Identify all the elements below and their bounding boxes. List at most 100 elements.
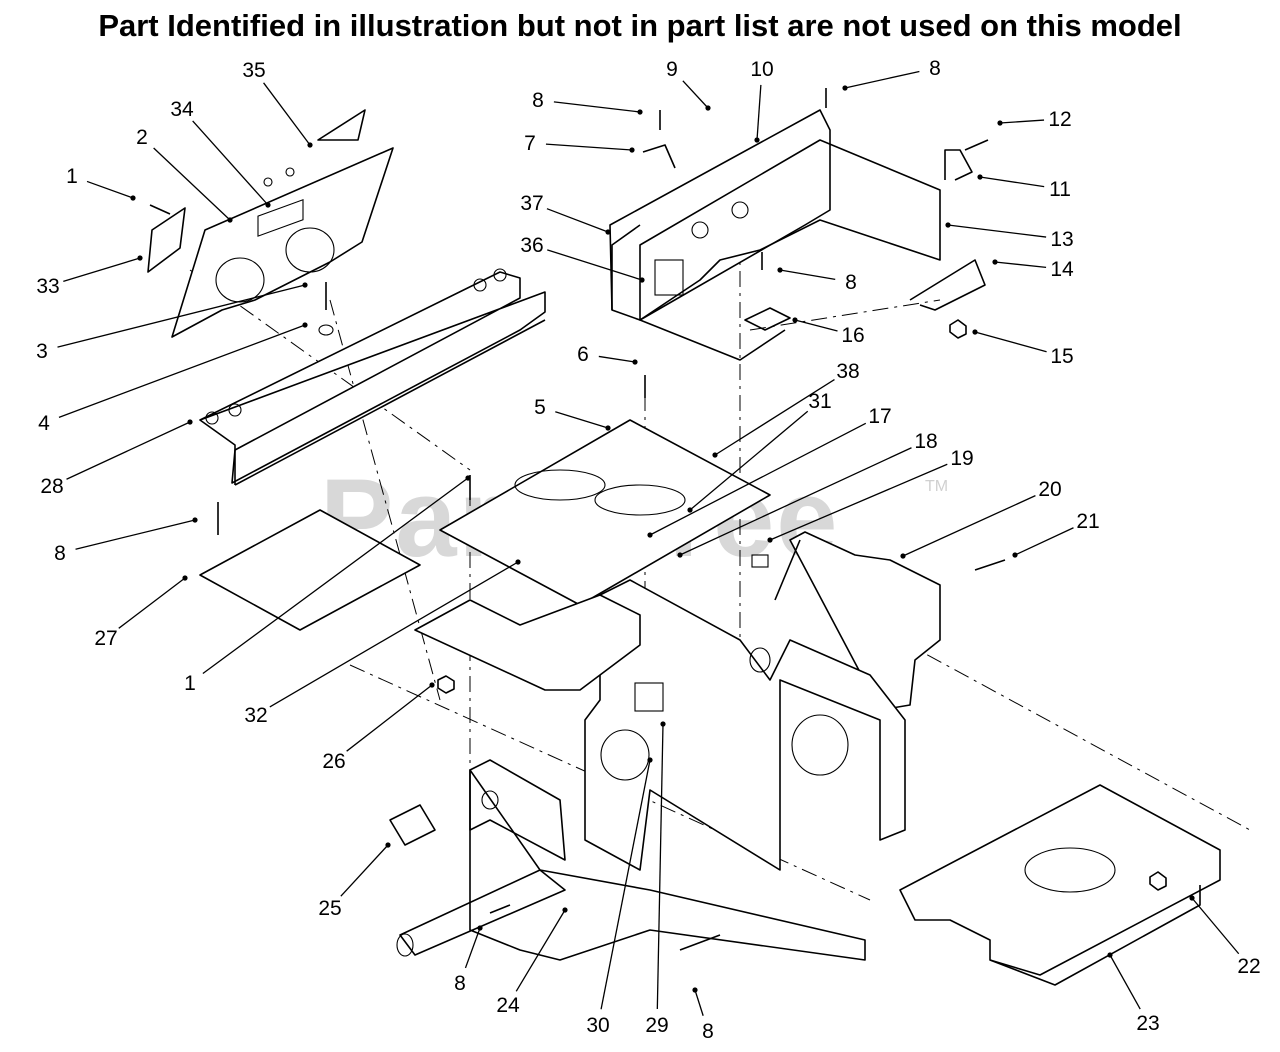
leader-dot [302,322,308,328]
housing-window-36 [654,259,684,296]
leader-line [58,324,306,418]
leader-line [714,378,835,456]
main-frame-29 [584,579,906,871]
leader-line [994,261,1047,268]
part-callout-18: 18 [914,430,937,453]
part-callout-37: 37 [520,192,543,215]
part-callout-8: 8 [54,542,66,565]
plate-33 [147,207,186,273]
part-callout-6: 6 [577,343,589,366]
leader-line [779,269,836,280]
leader-line [649,422,867,536]
leader-line [346,684,433,752]
leader-line [979,176,1045,188]
leader-dot [647,757,653,763]
nut-22 [1149,871,1167,891]
nut-15 [949,319,967,339]
leader-dot [692,987,698,993]
panel-cutout [257,198,304,237]
leader-dot [1107,952,1113,958]
part-callout-2: 2 [136,126,148,149]
leader-line [598,355,636,363]
rear-bracket-23-edge [989,885,1201,986]
leader-dot [429,682,435,688]
leader-dot [660,721,666,727]
leader-line [269,561,519,708]
part-callout-14: 14 [1050,258,1074,281]
leader-dot [515,559,521,565]
leader-lines [57,70,1240,1016]
leader-dot [192,517,198,523]
part-callout-19: 19 [950,447,973,470]
part-callout-15: 15 [1050,345,1073,368]
leader-dot [777,267,783,273]
frame-hole [481,790,499,810]
plate-27 [199,509,421,631]
part-callout-24: 24 [496,994,520,1017]
frame-window [634,682,664,712]
leader-line [974,331,1047,353]
leader-line [118,577,186,629]
nut-26 [437,675,455,694]
floor-plate-5 [439,419,771,606]
leader-line [464,927,481,969]
housing-bracket-16 [639,319,786,361]
part-callout-30: 30 [586,1014,609,1037]
leader-dot [477,925,483,931]
shaft-24 [399,869,566,956]
leader-dot [227,217,233,223]
leader-line [547,249,643,281]
part-callout-8: 8 [845,271,857,294]
leader-line [769,463,948,541]
panel-hole [285,167,295,177]
part-callout-7: 7 [524,132,536,155]
leader-dot [187,419,193,425]
screw-12 [964,139,989,151]
leader-dot [792,317,798,323]
console-panel-2 [171,147,394,338]
leader-dot [265,202,271,208]
part-callout-1: 1 [66,165,78,188]
leader-dot [900,553,906,559]
leader-dot [385,842,391,848]
panel-hole [228,403,242,417]
leader-dot [677,552,683,558]
bracket-25 [389,804,436,846]
leader-line [545,143,633,151]
panel-hole [205,411,219,425]
part-callout-25: 25 [318,897,341,920]
part-callout-12: 12 [1048,108,1071,131]
part-callout-11: 11 [1049,178,1071,201]
leader-dot [562,907,568,913]
part-callout-35: 35 [242,59,265,82]
part-callout-27: 27 [94,627,117,650]
part-callout-9: 9 [666,58,678,81]
center-line [899,639,1251,831]
leader-line [153,147,231,221]
leader-dot [945,222,951,228]
washer-4 [318,324,334,336]
leader-line [656,723,664,1010]
part-callout-20: 20 [1038,478,1061,501]
spring-19 [774,539,801,601]
leader-dot [705,105,711,111]
frame-hole [791,714,849,776]
part-callout-4: 4 [38,412,50,435]
leader-line [202,477,469,675]
part-callout-26: 26 [322,750,345,773]
leader-line [794,319,838,332]
floor-plate-slot [594,484,686,516]
leader-dot [302,282,308,288]
part-callout-13: 13 [1050,228,1073,251]
leader-line [340,844,389,897]
leader-line [1109,954,1141,1010]
bolt-8 [679,934,721,951]
leader-dot [182,575,188,581]
part-callout-8: 8 [532,89,544,112]
leader-line [756,84,762,141]
leader-line [515,909,566,992]
part-callout-8: 8 [454,972,466,995]
leader-dot [629,147,635,153]
